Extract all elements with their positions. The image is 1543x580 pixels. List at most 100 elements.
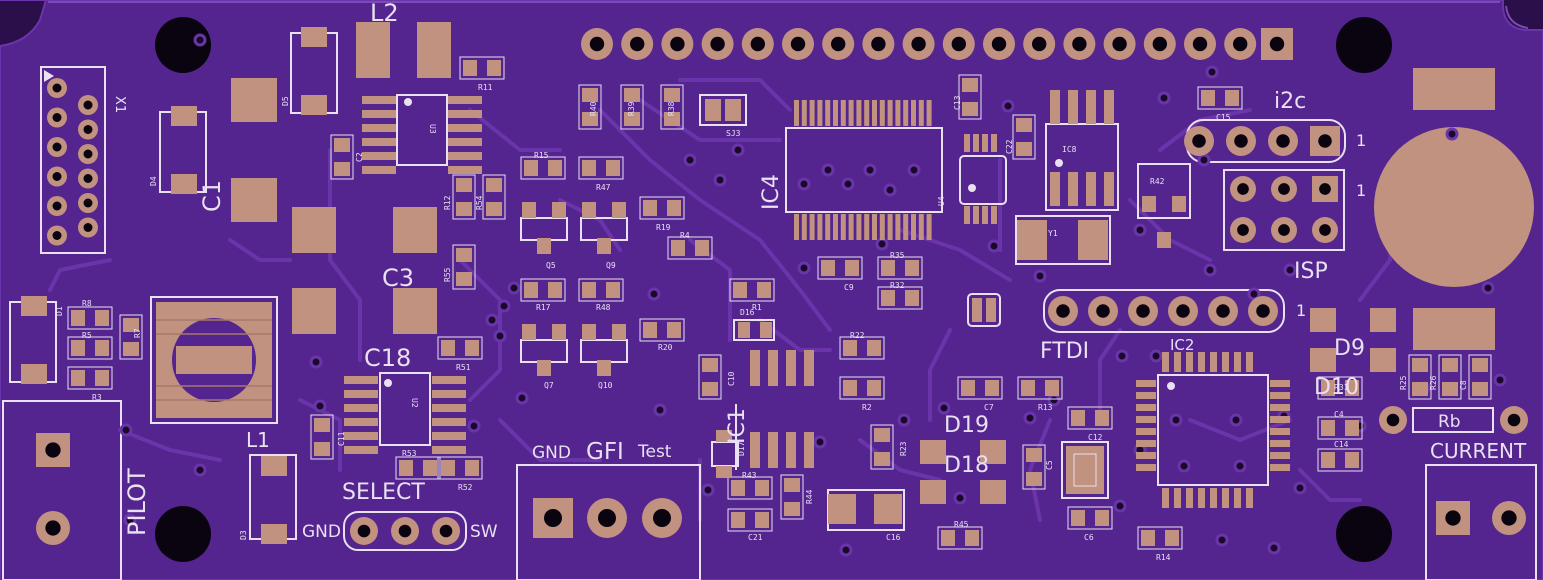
r5-pad bbox=[71, 340, 85, 356]
label-test: Test bbox=[637, 442, 672, 462]
refdes-r38: R38 bbox=[667, 101, 676, 116]
ic1-lead bbox=[804, 432, 814, 468]
u4-lead bbox=[879, 214, 885, 240]
refdes-r43: R43 bbox=[742, 471, 757, 480]
u4-lead bbox=[864, 100, 870, 126]
r55-pad bbox=[456, 272, 472, 286]
header-pin-drill bbox=[1032, 36, 1047, 52]
l1-inductor-outline bbox=[150, 296, 278, 424]
ftdi-pin-drill bbox=[1176, 304, 1190, 318]
x1-pin-drill bbox=[52, 83, 62, 93]
ic2-lead bbox=[1136, 404, 1156, 411]
ic2-lead bbox=[1186, 488, 1193, 508]
u3-lead bbox=[362, 138, 396, 146]
u4-lead bbox=[918, 100, 924, 126]
refdes-c14: C14 bbox=[1334, 440, 1349, 449]
refdes-r8: R8 bbox=[82, 299, 92, 308]
x1-pin-drill bbox=[52, 231, 62, 240]
c13-pad bbox=[962, 102, 978, 116]
c11-outline bbox=[310, 414, 334, 460]
u4-lead bbox=[856, 100, 862, 126]
u4-lead bbox=[801, 100, 807, 126]
pin1-dot bbox=[968, 184, 976, 192]
u4-lead bbox=[895, 214, 901, 240]
u4-lead bbox=[848, 214, 854, 240]
c14-pad bbox=[1345, 452, 1359, 468]
header-pin-drill bbox=[589, 36, 605, 52]
ic2-lead bbox=[1270, 416, 1290, 423]
u4-lead bbox=[825, 214, 831, 240]
r43-pad bbox=[755, 480, 769, 496]
x1-pin-drill bbox=[52, 113, 62, 122]
c13-outline bbox=[958, 74, 982, 120]
u4-lead bbox=[864, 214, 870, 240]
u2-outline bbox=[379, 372, 431, 446]
sj3-pad bbox=[705, 99, 721, 121]
u2-lead bbox=[344, 376, 378, 384]
r13-outline bbox=[1017, 376, 1063, 400]
isp-pin-drill bbox=[1278, 224, 1290, 236]
c2-outline bbox=[330, 134, 354, 180]
refdes-r1: R1 bbox=[752, 303, 762, 312]
refdes-r35: R35 bbox=[890, 251, 905, 260]
mounting-holes bbox=[155, 17, 1392, 562]
ic8-lead bbox=[1104, 172, 1114, 206]
label-isp-pin1: 1 bbox=[1356, 181, 1366, 200]
ftdi-pin-drill bbox=[1056, 304, 1070, 318]
u2-lead bbox=[432, 446, 466, 454]
r1-pad bbox=[733, 282, 747, 298]
label-pilot: PILOT bbox=[123, 468, 151, 536]
ic8-lead bbox=[1086, 90, 1096, 124]
refdes-r32: R32 bbox=[890, 281, 905, 290]
current-terminal-outline bbox=[1425, 464, 1537, 580]
r4-pad bbox=[671, 240, 685, 256]
r51-pad bbox=[465, 340, 479, 356]
q10-pad bbox=[597, 360, 611, 376]
c8-pad bbox=[1472, 382, 1488, 396]
d16-outline bbox=[733, 319, 775, 341]
r1-outline bbox=[729, 278, 775, 302]
q10-pad bbox=[582, 324, 596, 340]
refdes-r11: R11 bbox=[478, 83, 493, 92]
d16-pad bbox=[738, 322, 750, 338]
u2-lead bbox=[344, 432, 378, 440]
c6-outline bbox=[1067, 506, 1113, 530]
refdes-c22: C22 bbox=[1005, 139, 1014, 154]
u3-lead bbox=[362, 110, 396, 118]
x1-pin-drill bbox=[83, 174, 93, 183]
r22-pad bbox=[867, 340, 881, 356]
c6-pad bbox=[1071, 510, 1085, 526]
r44-pad bbox=[784, 478, 800, 492]
c10-outline bbox=[698, 354, 722, 400]
small-chip-lead bbox=[982, 206, 988, 224]
r31-outline bbox=[1317, 376, 1363, 400]
i2c-pin-drill bbox=[1276, 134, 1290, 148]
header-pin-drill bbox=[951, 36, 966, 52]
pin1-dot bbox=[404, 98, 412, 106]
x1-pin-drill bbox=[83, 198, 93, 208]
crystal-pad bbox=[1066, 446, 1104, 494]
refdes-c21: C21 bbox=[748, 533, 763, 542]
r22-outline bbox=[839, 336, 885, 360]
r23-pad bbox=[874, 452, 890, 466]
r43-pad bbox=[731, 480, 745, 496]
gfi-terminal-outline bbox=[516, 464, 701, 580]
u4-lead bbox=[887, 214, 893, 240]
refdes-r31: R31 bbox=[1334, 383, 1349, 392]
c5-pad bbox=[1026, 472, 1042, 486]
r31-pad bbox=[1321, 380, 1335, 396]
u2-lead bbox=[432, 418, 466, 426]
u3-lead bbox=[362, 124, 396, 132]
u3-lead bbox=[362, 96, 396, 104]
r42-outline bbox=[1137, 163, 1191, 219]
header-pin-drill bbox=[1072, 36, 1087, 52]
pin1-dot bbox=[1055, 159, 1063, 167]
refdes-r7: R7 bbox=[133, 328, 142, 338]
refdes-d3: D3 bbox=[239, 530, 248, 540]
r26-pad bbox=[1442, 382, 1458, 396]
refdes-d5: D5 bbox=[281, 96, 290, 106]
refdes-r15: R15 bbox=[534, 151, 549, 160]
u4-lead bbox=[794, 214, 799, 240]
u4-lead bbox=[848, 100, 854, 126]
r11-pad bbox=[487, 60, 501, 76]
